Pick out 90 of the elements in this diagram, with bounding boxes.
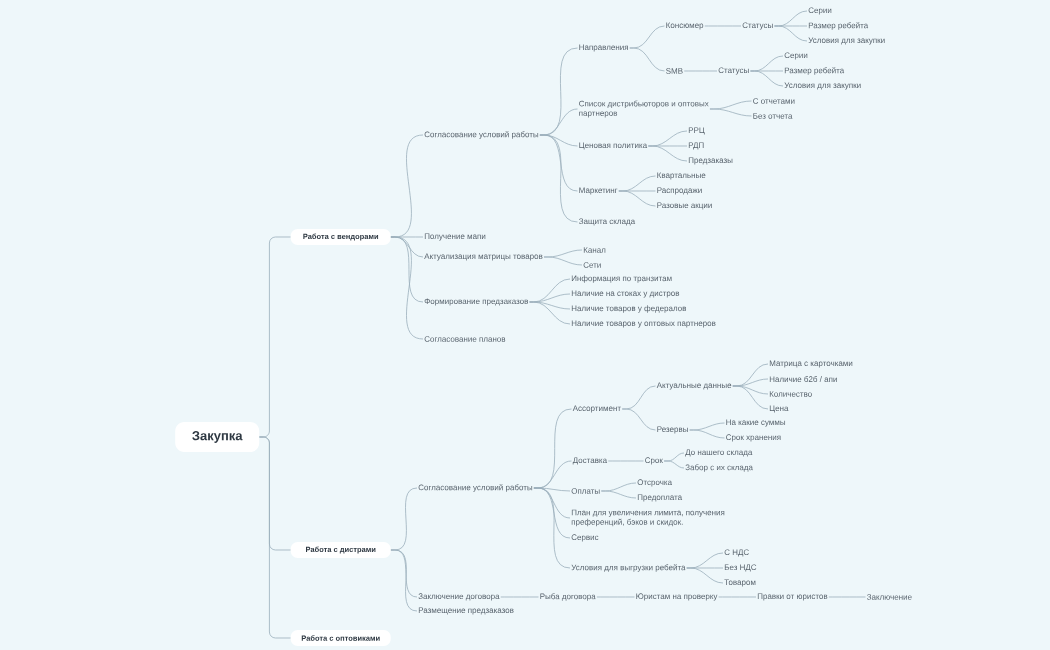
subtopic-text: Согласование планов [424,336,506,342]
subtopic-text: Товаром [724,579,756,587]
subtopic-text: Количество [769,391,812,397]
subtopic-text: Размещение предзаказов [418,607,514,615]
subtopic-text: Канал [583,247,606,253]
subtopic-text: Условия для выгрузки ребейта [571,564,686,572]
subtopic-text: РРЦ [688,127,705,135]
subtopic-text: Список дистрибьюторов и оптовых партнеров [579,100,709,118]
subtopic-text: Предзаказы [688,157,733,165]
connector-line [750,70,784,87]
subtopic-text: Информация по транзитам [571,275,672,283]
subtopic-text: Сервис [571,534,599,542]
subtopic-text: Размер ребейта [808,22,869,30]
connector-line [390,236,424,340]
connector-line [663,460,685,469]
subtopic-text: Маркетинг [579,187,618,195]
subtopic-text: Забор с их склада [685,464,753,472]
subtopic-text: Распродажи [657,187,702,195]
connector-line [686,567,724,584]
connector-line [607,460,644,462]
subtopic-text: Матрица с карточками [769,360,853,368]
subtopic-text: Условия для закупки [808,37,885,45]
connector-line [539,134,578,223]
connector-line [732,385,769,410]
subtopic-text: Наличие на стоках у дистров [571,290,680,298]
subtopic-text: С НДС [724,549,749,557]
subtopic-text: Сети [583,262,601,268]
connector-line [689,429,725,439]
subtopic-text: Согласование условий работы [424,131,539,139]
subtopic-text: Правки от юристов [757,593,828,601]
connector-line [621,408,656,431]
connector-line [618,190,656,207]
subtopic-text: Цена [769,405,789,413]
connector-line [629,47,665,72]
connector-line [774,25,808,42]
subtopic-text: Формирование предзаказов [424,298,528,306]
subtopic-text: Оплаты [571,488,600,494]
subtopic-text: Статусы [742,22,773,30]
connector-line [704,25,742,27]
subtopic-text: Наличие б2б / апи [769,376,837,382]
connector-line [390,549,418,612]
subtopic-text: План для увеличения лимита, получения преференций, бэков и скидок. [571,509,725,527]
subtopic-text: Статусы [718,67,749,75]
subtopic-text: SMB [666,68,683,74]
subtopic-text: Разовые акции [657,202,712,210]
subtopic-text: Актуализация матрицы товаров [424,253,543,261]
connector-line [709,108,752,117]
subtopic-text: Отсрочка [637,479,672,487]
subtopic-text: Актуальные данные [656,382,732,390]
connector-line [500,596,539,598]
subtopic-text: Серии [784,52,808,60]
subtopic-text: Ассортимент [572,405,621,413]
connector-line [828,596,866,598]
subtopic-text: РДП [688,142,704,150]
connector-line [647,145,688,162]
subtopic-text: Консюмер [666,22,704,30]
subtopic-text: Размер ребейта [784,67,845,75]
connector-line [596,596,635,598]
subtopic-text: Наличие товаров у федералов [571,305,687,313]
central-topic-box: Закупка [175,422,260,452]
subtopic-text: Рыба договора [540,593,596,601]
subtopic-text: Доставка [572,457,608,465]
connector-line [683,70,718,72]
subtopic-text: Ценовая политика [579,142,648,150]
subtopic-text: Получение мапи [424,233,486,241]
subtopic-text: Защита склада [578,218,636,226]
subtopic-text: Заключение [866,594,912,600]
subtopic-text: Без отчета [753,113,793,119]
subtopic-text: Согласование условий работы [418,484,533,492]
subtopic-text: Условия для закупки [784,82,861,90]
subtopic-text: На какие суммы [726,419,786,427]
subtopic-text: Без НДС [724,564,757,572]
subtopic-text: Предоплата [637,494,683,502]
connector-line [543,256,583,266]
connector-line [600,490,637,499]
subtopic-text: С отчетами [753,98,795,104]
subtopic-text: Серии [808,7,832,15]
connector-line [529,301,571,325]
connector-line [533,487,571,569]
connector-line [718,596,757,598]
subtopic-text: Юристам на проверку [636,593,718,601]
connector-line [259,436,291,639]
subtopic-text: Заключение договора [418,593,500,601]
subtopic-text: Срок [645,457,663,465]
subtopic-text: Срок хранения [726,434,781,442]
subtopic-text: Направления [579,44,628,52]
subtopic-text: Наличие товаров у оптовых партнеров [571,320,716,328]
subtopic-text: Квартальные [657,172,706,180]
subtopic-text: Резервы [657,426,688,434]
subtopic-text: До нашего склада [685,449,753,457]
